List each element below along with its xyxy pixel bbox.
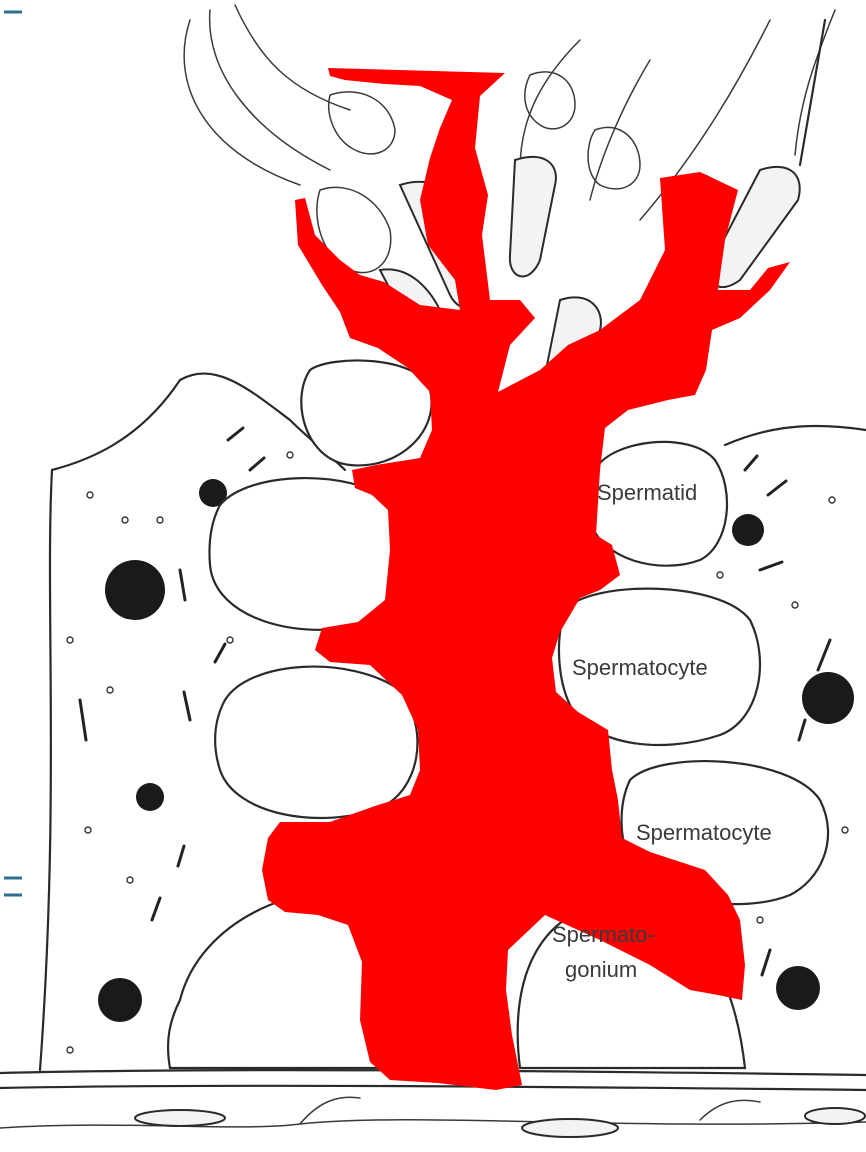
left-round-cell-2	[215, 667, 417, 818]
label-spermatid: Spermatid	[597, 480, 697, 505]
spermatid-head-2	[510, 157, 556, 277]
right-nucleus-bottom	[776, 966, 820, 1010]
myoid-nucleus-2	[522, 1119, 618, 1137]
elongating-spermatids	[184, 5, 835, 415]
myoid-nucleus-3	[805, 1108, 865, 1124]
left-nucleus-mid	[136, 783, 164, 811]
myoid-nucleus-1	[135, 1110, 225, 1126]
left-nucleus-large	[105, 560, 165, 620]
right-nucleus-top	[732, 514, 764, 546]
label-spermatocyte-upper: Spermatocyte	[572, 655, 708, 680]
right-nucleus-mid	[802, 672, 854, 724]
label-spermatogonium-line2: gonium	[565, 957, 637, 982]
left-round-cell-top	[301, 360, 431, 465]
label-spermatogonium-line1: Spermato-	[552, 922, 655, 947]
label-spermatocyte-lower: Spermatocyte	[636, 820, 772, 845]
left-nucleus-bottom	[98, 978, 142, 1022]
